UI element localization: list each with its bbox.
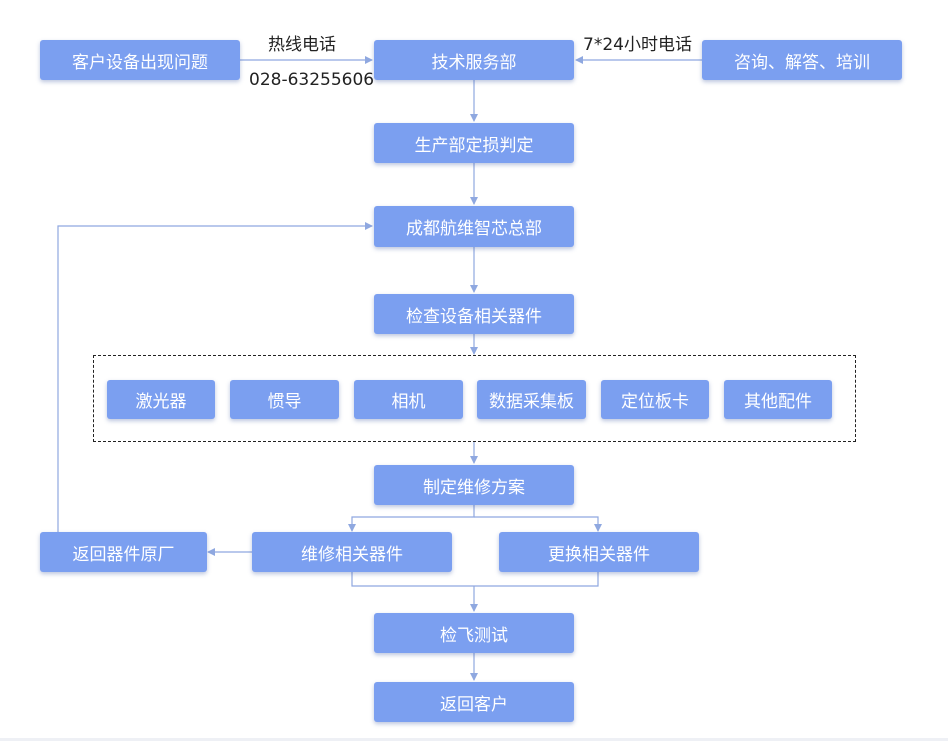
component-other-parts: 其他配件	[724, 380, 832, 419]
node-return-factory: 返回器件原厂	[40, 532, 207, 572]
node-hq: 成都航维智芯总部	[374, 206, 574, 247]
component-laser: 激光器	[107, 380, 215, 419]
node-tech-service: 技术服务部	[374, 40, 574, 80]
edge-return-factory-to-hq	[57, 222, 373, 532]
component-ins: 惯导	[230, 380, 339, 419]
bottom-divider	[0, 738, 948, 741]
node-production: 生产部定损判定	[374, 123, 574, 163]
hotline-label: 热线电话	[268, 35, 336, 55]
node-flight-test: 检飞测试	[374, 613, 574, 653]
node-inspect: 检查设备相关器件	[374, 294, 574, 334]
edge-merge-left	[351, 572, 599, 587]
node-repair-plan: 制定维修方案	[374, 465, 574, 505]
edge-plan-split	[348, 505, 475, 532]
node-return-customer: 返回客户	[374, 682, 574, 722]
node-customer-issue: 客户设备出现问题	[40, 40, 240, 80]
component-gnss-board: 定位板卡	[601, 380, 709, 419]
edge-plan-split-right	[474, 516, 602, 532]
hotline-number: 028-63255606	[249, 70, 375, 90]
node-replace-parts: 更换相关器件	[499, 532, 699, 572]
node-consult: 咨询、解答、培训	[702, 40, 902, 80]
node-repair-parts: 维修相关器件	[252, 532, 452, 572]
component-camera: 相机	[354, 380, 463, 419]
component-daq-board: 数据采集板	[477, 380, 586, 419]
component-group	[93, 355, 856, 442]
service-24h-label: 7*24小时电话	[583, 35, 692, 55]
